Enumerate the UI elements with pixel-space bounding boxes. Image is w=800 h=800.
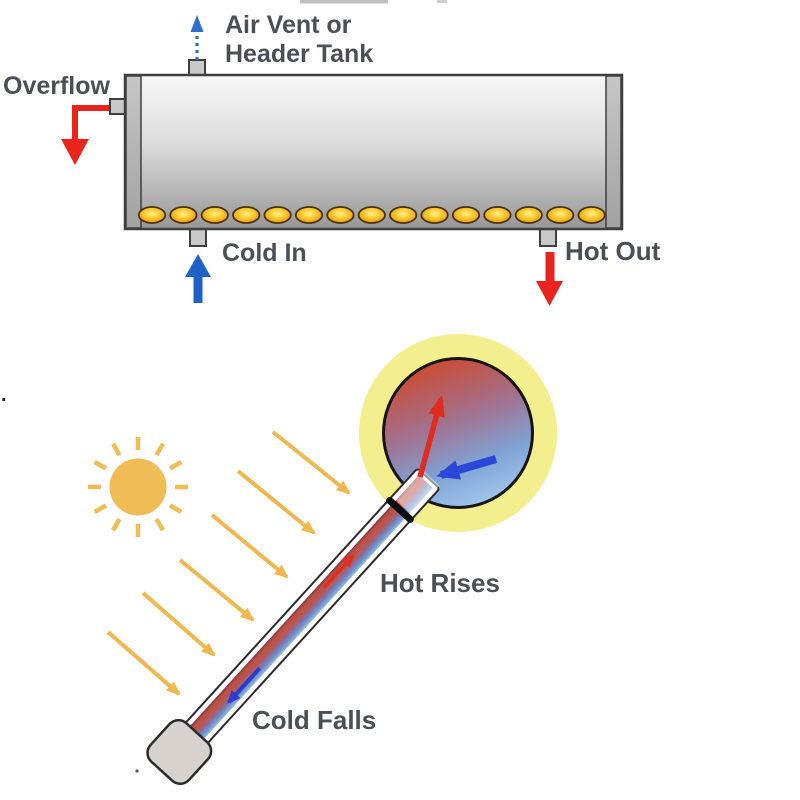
hot-out-port: [539, 227, 557, 247]
hot-flow-arrow: [322, 554, 355, 589]
hot-rise-arrow: [417, 395, 445, 478]
storage-tank: Air Vent or Header Tank Overflow Cold In…: [3, 11, 661, 306]
cold-in-port: [189, 227, 207, 247]
tube-port: [263, 206, 292, 224]
cold-falls-label: Cold Falls: [252, 705, 376, 735]
air-vent-label-line1: Air Vent or: [225, 11, 352, 39]
tube-port: [514, 206, 543, 224]
tube-port: [169, 206, 198, 224]
arrowhead-up-icon: [190, 15, 204, 32]
tube-port: [389, 206, 418, 224]
arrowhead-up-icon: [185, 254, 211, 277]
tank-body: [123, 73, 624, 231]
air-vent-arrow: [190, 15, 204, 60]
overflow-label: Overflow: [3, 72, 111, 100]
stray-period-mark: .: [1, 384, 7, 406]
hot-rises-label: Hot Rises: [380, 568, 500, 598]
sun-rays: [106, 430, 351, 696]
sun-ray-arrow: [236, 469, 316, 535]
sun-icon: [88, 437, 188, 537]
evacuated-tube: [146, 468, 440, 785]
crop-artifact: [437, 0, 447, 3]
speck-artifact: [135, 769, 139, 773]
cold-in-arrow: [185, 254, 211, 303]
tube-port: [546, 206, 575, 224]
arrowhead-down-icon: [61, 139, 89, 165]
tube-port: [483, 206, 512, 224]
tube-seal-band: [386, 496, 414, 523]
air-vent-label-line2: Header Tank: [225, 40, 373, 68]
overflow-port: [109, 98, 127, 115]
tube-end-cap: [146, 718, 213, 785]
tube-port: [577, 206, 606, 224]
hot-out-label: Hot Out: [565, 236, 661, 266]
tube-port: [200, 206, 229, 224]
tube-port: [137, 206, 167, 224]
tube-port-row: [137, 206, 606, 224]
sun-ray-arrow: [210, 513, 289, 579]
tube-port: [420, 206, 449, 224]
tank-right-end-cap: [605, 75, 622, 229]
tube-port: [451, 206, 481, 224]
crop-artifact: [300, 0, 388, 4]
sun-ray-arrow: [141, 591, 216, 657]
arrowhead-down-icon: [536, 281, 563, 306]
tube-port: [232, 206, 261, 224]
evacuated-tube-collector: Hot Rises Cold Falls: [88, 334, 557, 785]
sun-ray-arrow: [178, 558, 255, 622]
air-vent-port: [188, 59, 206, 77]
tube-port: [357, 206, 386, 224]
tube-port: [326, 206, 355, 224]
cold-in-label: Cold In: [222, 239, 307, 267]
tank-left-end-cap: [125, 75, 142, 229]
hot-out-arrow: [536, 252, 563, 306]
tube-glass-neck: [393, 468, 440, 516]
cold-flow-arrow: [227, 666, 262, 704]
overflow-arrow: [61, 105, 109, 165]
tube-port: [294, 206, 324, 224]
sun-ray-arrow: [106, 630, 181, 696]
cold-return-arrow: [436, 455, 498, 480]
sun-ray-arrow: [271, 430, 351, 495]
